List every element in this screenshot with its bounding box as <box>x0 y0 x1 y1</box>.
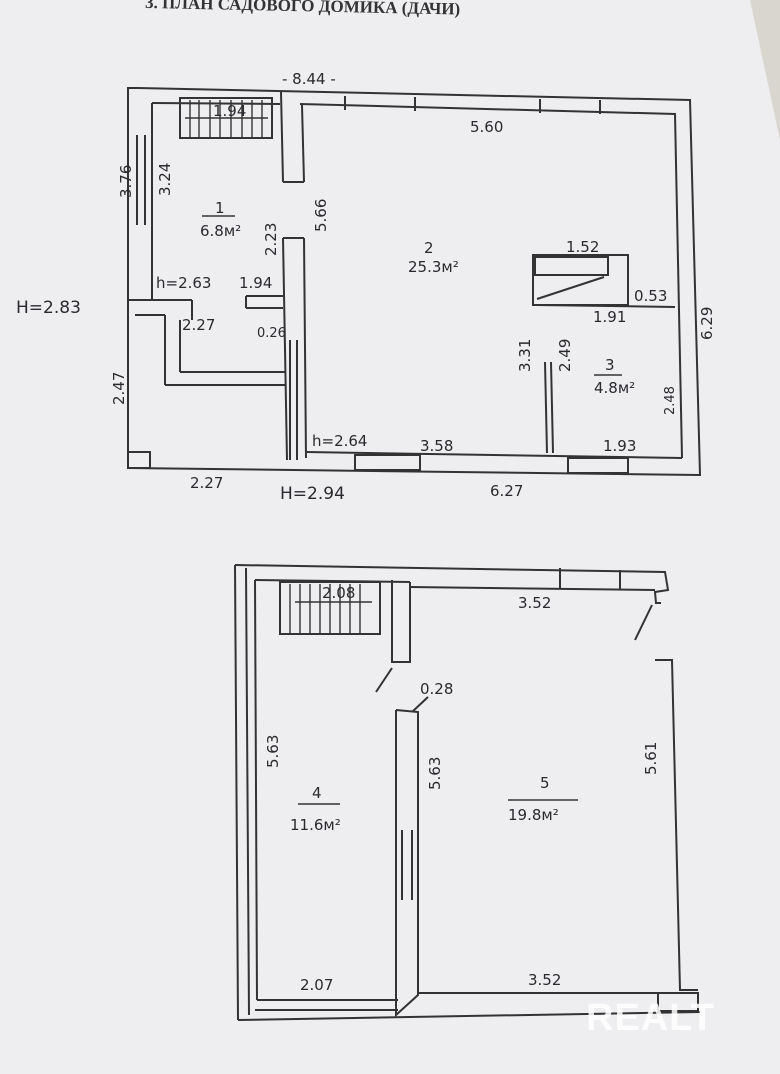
dim-room3-bottom: 1.93 <box>603 437 636 455</box>
height-room-1: h=2.63 <box>156 274 211 292</box>
dim-hall-wall: 0.26 <box>257 326 286 341</box>
outer-height-left: H=2.83 <box>16 298 81 318</box>
dim-room3-right: 2.48 <box>663 386 678 415</box>
dim-stove-bottom: 1.91 <box>593 308 626 326</box>
dim-bottom-right: 6.27 <box>490 482 523 500</box>
dim-stove-side: 0.53 <box>634 287 667 305</box>
dim-room3-left: 3.31 <box>516 339 534 372</box>
floor-2-plan <box>234 564 701 1021</box>
room-1-area: 6.8м² <box>200 222 241 240</box>
room-2-number: 2 <box>424 239 434 257</box>
dim-right-outer: 6.29 <box>698 307 716 340</box>
room-3-area: 4.8м² <box>594 379 635 397</box>
room-5-area: 19.8м² <box>508 806 559 824</box>
room-4-number: 4 <box>312 784 322 802</box>
floor-1-labels: - 8.44 - 5.60 1.94 3.76 3.24 1 6.8м² 2.2… <box>16 70 716 504</box>
dim-bottom-left: 2.27 <box>190 474 223 492</box>
room-1-number: 1 <box>215 199 225 217</box>
dim-hall-width: 1.94 <box>239 274 272 292</box>
dim-room1-side: 2.23 <box>262 223 280 256</box>
room-4-area: 11.6м² <box>290 816 341 834</box>
outer-height-bottom: H=2.94 <box>280 484 345 504</box>
dim-partition-2: 5.63 <box>426 757 444 790</box>
dim-overall-width: - 8.44 - <box>282 70 336 88</box>
dim-right-2: 5.61 <box>642 742 660 775</box>
dim-left-inner: 3.24 <box>156 163 174 196</box>
dim-left-lower: 2.47 <box>110 372 128 405</box>
room-2-area: 25.3м² <box>408 258 459 276</box>
dim-wall-2: 0.28 <box>420 680 453 698</box>
dim-left-outer: 3.76 <box>117 165 135 198</box>
dim-partition: 5.66 <box>312 199 330 232</box>
height-room-2: h=2.64 <box>312 432 367 450</box>
dim-top-right-2: 3.52 <box>518 594 551 612</box>
watermark-logo: REALT <box>586 997 715 1039</box>
dim-stairs-width: 1.94 <box>213 102 246 120</box>
room-3-number: 3 <box>605 356 615 374</box>
dim-bottom-right-2: 3.52 <box>528 971 561 989</box>
dim-left-outer-2: 5.63 <box>264 735 282 768</box>
dim-stairs-width-2: 2.08 <box>322 584 355 602</box>
dim-hall-lower: 2.27 <box>182 316 215 334</box>
room-5-number: 5 <box>540 774 550 792</box>
floor-2-labels: 2.08 3.52 0.28 5.63 4 11.6м² 5.63 5 19.8… <box>264 584 660 994</box>
dim-top-inner: 5.60 <box>470 118 503 136</box>
dim-room3-partition: 2.49 <box>556 339 574 372</box>
floor-1-plan <box>127 87 702 477</box>
dim-bottom-left-2: 2.07 <box>300 976 333 994</box>
dim-bottom-inner: 3.58 <box>420 437 453 455</box>
dim-stove-top: 1.52 <box>566 238 599 256</box>
